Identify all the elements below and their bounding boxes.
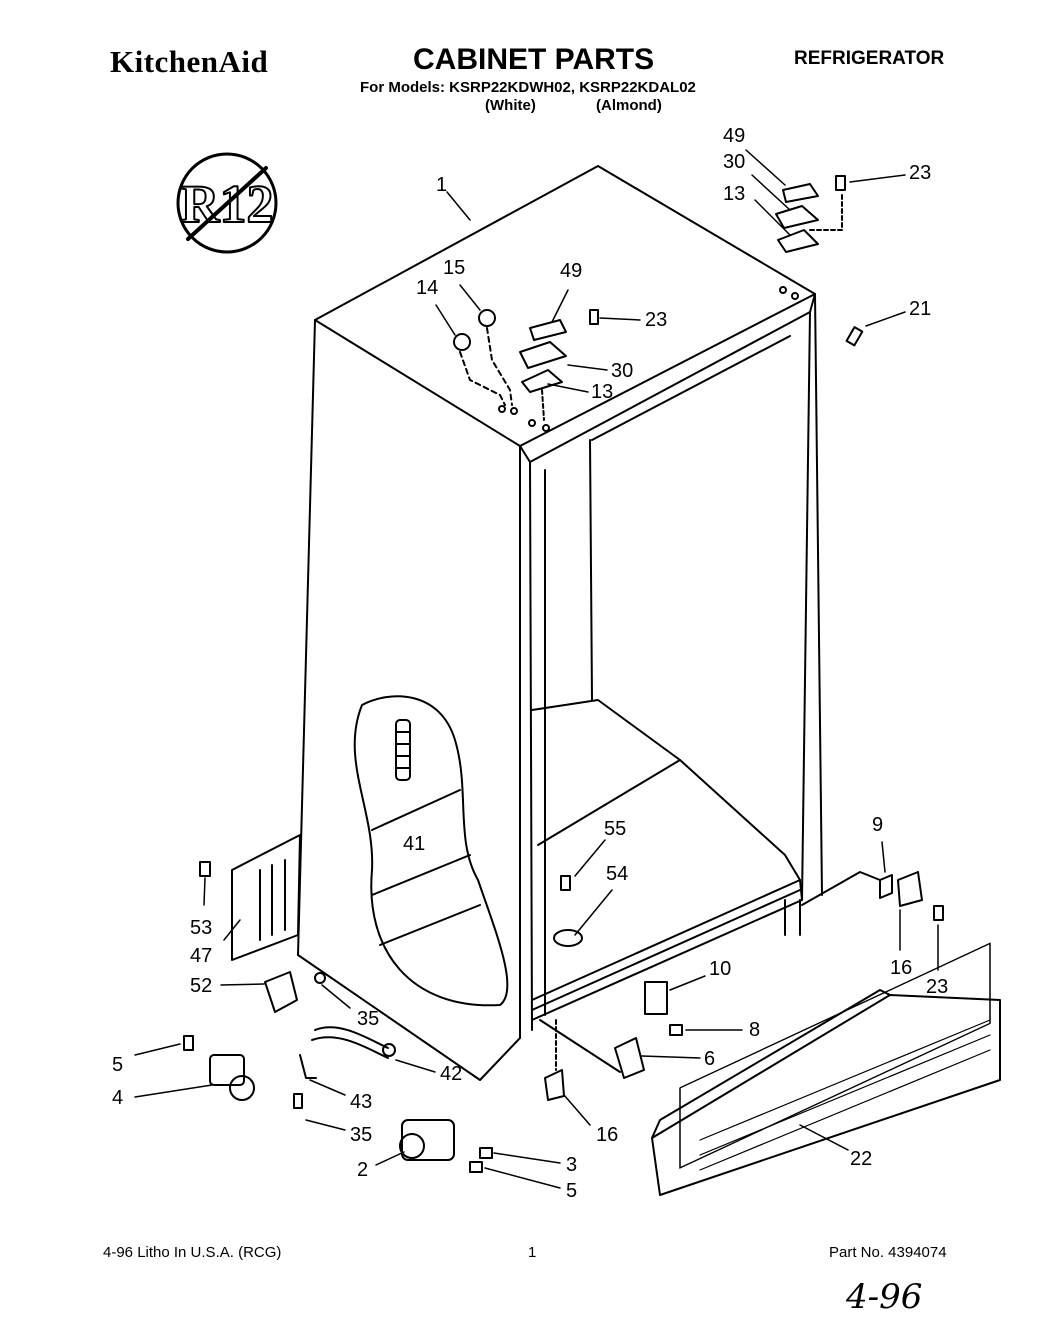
product-type: REFRIGERATOR: [794, 48, 945, 69]
callout-21: 21: [909, 298, 932, 320]
page-number: 1: [528, 1244, 537, 1261]
hinge-assembly-right: [775, 175, 864, 347]
callout-5: 5: [566, 1180, 578, 1202]
callout-14: 14: [416, 277, 439, 299]
callout-23: 23: [645, 309, 668, 331]
callout-13: 13: [723, 183, 746, 205]
callout-3: 3: [566, 1154, 578, 1176]
litho-line: 4-96 Litho In U.S.A. (RCG): [103, 1244, 282, 1261]
callout-4: 4: [112, 1087, 124, 1109]
r12-badge: R12: [176, 152, 278, 254]
callout-49: 49: [723, 125, 746, 147]
callout-23: 23: [909, 162, 932, 184]
callout-35: 35: [350, 1124, 373, 1146]
model-color-white: (White): [485, 97, 536, 114]
callout-15: 15: [443, 257, 466, 279]
callout-5: 5: [112, 1054, 124, 1076]
callout-35: 35: [357, 1008, 380, 1030]
callout-55: 55: [604, 818, 627, 840]
cabinet: [297, 165, 823, 1081]
callout-42: 42: [440, 1063, 463, 1085]
callout-22: 22: [850, 1148, 873, 1170]
callout-47: 47: [190, 945, 213, 967]
callout-6: 6: [704, 1048, 716, 1070]
model-color-almond: (Almond): [596, 97, 662, 114]
callout-2: 2: [357, 1159, 369, 1181]
callout-49: 49: [560, 260, 583, 282]
part-number: Part No. 4394074: [829, 1244, 947, 1261]
callout-52: 52: [190, 975, 213, 997]
callout-30: 30: [723, 151, 746, 173]
callout-41: 41: [403, 833, 426, 855]
lower-right-parts: [539, 871, 1001, 1196]
callout-8: 8: [749, 1019, 761, 1041]
lower-left-parts: [183, 834, 493, 1173]
callout-1: 1: [436, 174, 448, 196]
callout-30: 30: [611, 360, 634, 382]
hinge-assembly-center: [453, 309, 599, 421]
callout-16: 16: [596, 1124, 619, 1146]
callout-23: 23: [926, 976, 949, 998]
callout-13: 13: [591, 381, 614, 403]
callout-54: 54: [606, 863, 629, 885]
brand-logo: KitchenAid: [110, 44, 269, 79]
callout-16: 16: [890, 957, 913, 979]
model-numbers: For Models: KSRP22KDWH02, KSRP22KDAL02: [360, 79, 696, 96]
handwritten-date: 4-96: [846, 1277, 923, 1317]
callout-9: 9: [872, 814, 884, 836]
callout-10: 10: [709, 958, 732, 980]
callout-43: 43: [350, 1091, 373, 1113]
leader-lines: [134, 149, 939, 1189]
callout-53: 53: [190, 917, 213, 939]
page-title: CABINET PARTS: [413, 43, 655, 76]
